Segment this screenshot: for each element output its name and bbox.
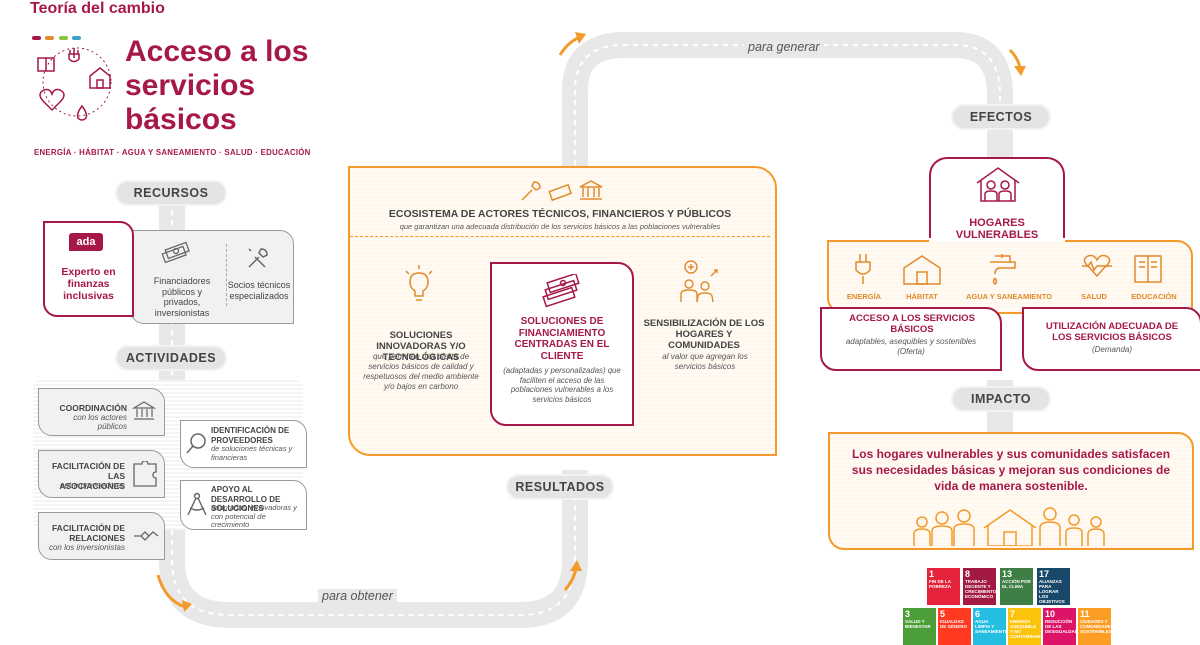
- financiadores-text: Financiadores públicos y privados, inver…: [153, 276, 211, 318]
- actividad-apoyo: APOYO AL DESARROLLO DE SOLUCIONES adapta…: [180, 480, 307, 530]
- actividad-asociaciones: FACILITACIÓN DE LAS ASOCIACIONES entre p…: [38, 450, 165, 498]
- household-icon: [976, 167, 1020, 202]
- sector-list: ENERGÍA · HÁBITAT · AGUA Y SANEAMIENTO ·…: [34, 148, 311, 157]
- recursos-label: RECURSOS: [115, 180, 227, 206]
- acceso-title: ACCESO A LOS SERVICIOS BÁSICOS: [849, 313, 975, 335]
- efectos-label: EFECTOS: [951, 104, 1051, 130]
- sector-icons: [855, 254, 1162, 285]
- actividades-label: ACTIVIDADES: [115, 345, 227, 371]
- impacto-text: Los hogares vulnerables y sus comunidade…: [851, 447, 1171, 493]
- tools-icon: [248, 248, 268, 268]
- hogares-connector: [929, 238, 1065, 242]
- kicker: Teoría del cambio: [30, 0, 165, 17]
- compass-icon: [187, 492, 207, 516]
- col1-title: SOLUCIONES INNOVADORAS Y/O TECNOLÓGICAS: [376, 330, 466, 363]
- col3-title: SENSIBILIZACIÓN DE LOS HOGARES Y COMUNID…: [643, 318, 765, 351]
- col1-desc: que permiten una oferta de servicios bás…: [363, 352, 479, 391]
- acceso-tag: (Oferta): [897, 347, 925, 356]
- sector-educacion: EDUCACIÓN: [1131, 292, 1177, 301]
- ada-card: ada Experto en finanzas inclusivas: [43, 221, 134, 317]
- lightbulb-icon: [405, 265, 433, 301]
- ecosistema-title: ECOSISTEMA DE ACTORES TÉCNICOS, FINANCIE…: [388, 208, 732, 220]
- community-icon: [913, 507, 1105, 546]
- puzzle-icon: [133, 461, 157, 487]
- family-icon: [680, 260, 718, 303]
- uso-tag: (Demanda): [1091, 345, 1132, 354]
- actividad-coordinacion: COORDINACIÓN con los actores públicos: [38, 388, 165, 436]
- impacto-label: IMPACTO: [951, 386, 1051, 412]
- color-dashes: [32, 27, 82, 45]
- col2-title: SOLUCIONES DE FINANCIAMIENTO CENTRADAS E…: [514, 316, 610, 362]
- actividad-identificacion: IDENTIFICACIÓN DE PROVEEDORES de solucio…: [180, 420, 307, 468]
- flow-label-bottom: para obtener: [318, 589, 397, 603]
- ada-text: Experto en finanzas inclusivas: [61, 266, 116, 302]
- actividad-relaciones: FACILITACIÓN DE RELACIONES con los inver…: [38, 512, 165, 560]
- col3-desc: al valor que agregan los servicios básic…: [662, 352, 748, 371]
- recursos-divider: [226, 244, 227, 306]
- ecosistema-divider: [350, 236, 770, 237]
- magnifier-icon: [186, 433, 206, 454]
- uso-title: UTILIZACIÓN ADECUADA DE LOS SERVICIOS BÁ…: [1045, 321, 1179, 343]
- ada-logo: ada: [69, 233, 103, 251]
- cash-stack-icon: [542, 274, 580, 308]
- sector-energia: ENERGÍA: [846, 292, 882, 301]
- acceso-desc: adaptables, asequibles y sostenibles: [845, 337, 977, 346]
- uso-card: UTILIZACIÓN ADECUADA DE LOS SERVICIOS BÁ…: [1022, 307, 1200, 371]
- sectores-panel: [827, 240, 1193, 314]
- building-icon: [131, 401, 157, 420]
- sector-salud: SALUD: [1081, 292, 1107, 301]
- hogares-card: HOGARES VULNERABLES: [929, 157, 1065, 241]
- financiamiento-card: SOLUCIONES DE FINANCIAMIENTO CENTRADAS E…: [490, 262, 634, 426]
- money-icon: [161, 241, 190, 264]
- socios-text: Socios técnicos especializados: [227, 280, 291, 301]
- ecosystem-icons: [521, 180, 603, 202]
- services-icon-cluster: [37, 47, 112, 121]
- sector-habitat: HÁBITAT: [906, 292, 938, 301]
- sector-agua: AGUA Y SANEAMIENTO: [966, 292, 1052, 301]
- col2-desc: (adaptadas y personalizadas) que facilit…: [503, 366, 621, 404]
- acceso-card: ACCESO A LOS SERVICIOS BÁSICOS adaptable…: [820, 307, 1002, 371]
- resultados-label: RESULTADOS: [506, 474, 614, 500]
- handshake-icon: [134, 531, 159, 541]
- flow-label-top: para generar: [744, 40, 824, 54]
- page-title: Acceso a los servicios básicos: [125, 35, 309, 136]
- ecosistema-subtitle: que garantizan una adecuada distribución…: [399, 222, 721, 231]
- impacto-panel: Los hogares vulnerables y sus comunidade…: [828, 432, 1194, 550]
